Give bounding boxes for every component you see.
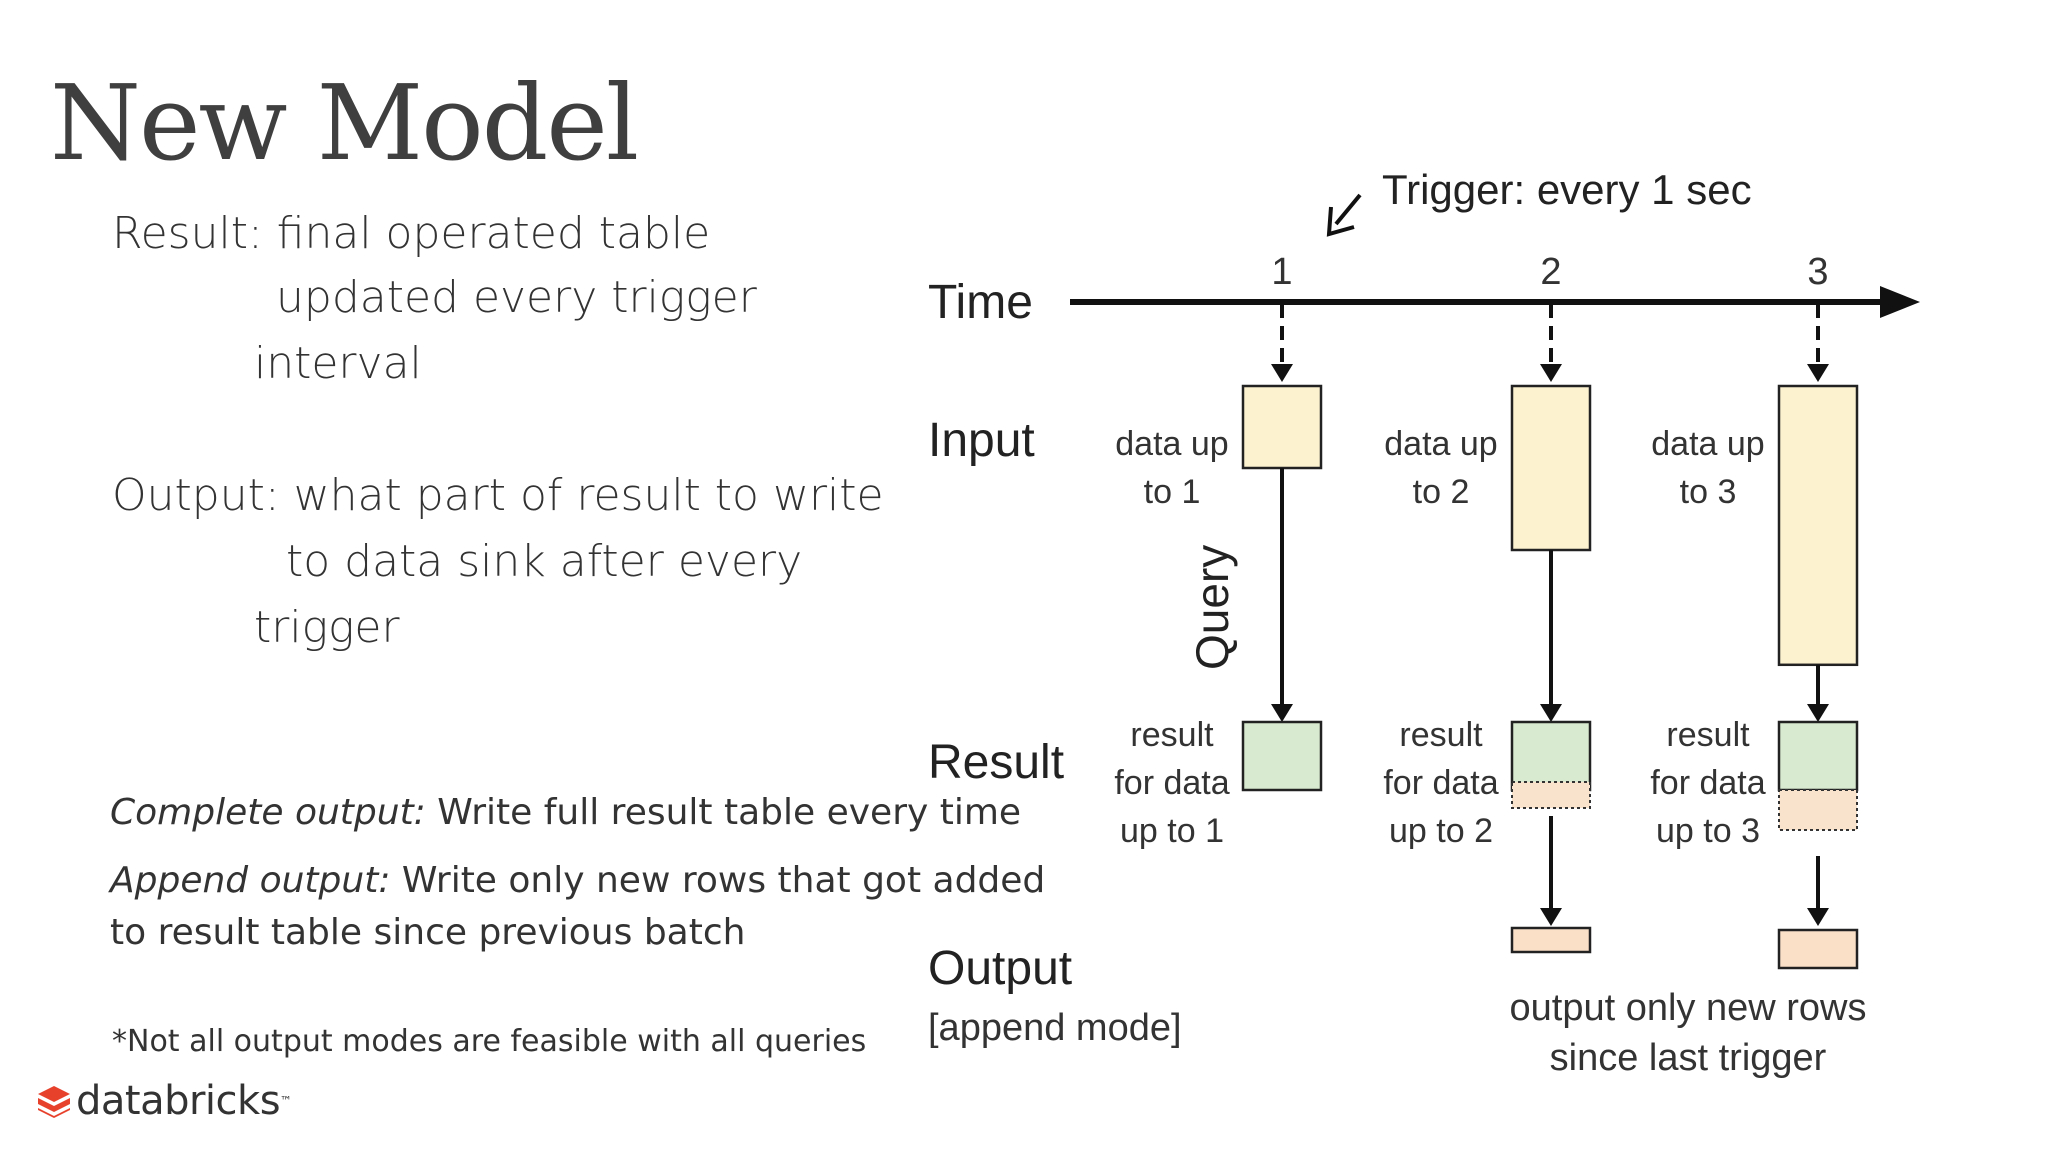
result-label-2-line1: result [1399, 716, 1483, 754]
input-box-3 [1777, 384, 1859, 667]
time-tick-2: 2 [1540, 251, 1561, 293]
result-label-3-line2: for data [1650, 764, 1765, 802]
result-description-line2: updated every trigger [276, 272, 757, 323]
input-label-3-line1: data up [1651, 425, 1764, 463]
result-label-1-line2: for data [1114, 764, 1229, 802]
result-description-line1: Result: final operated table [112, 208, 711, 259]
input-label-2-line1: data up [1384, 425, 1497, 463]
result-label-3-line1: result [1666, 716, 1750, 754]
databricks-logo-text: databricks [76, 1078, 281, 1124]
result-new-rows-2 [1511, 781, 1591, 809]
row-label-output-mode: [append mode] [928, 1007, 1182, 1049]
footnote: *Not all output modes are feasible with … [112, 1024, 867, 1059]
trigger-arrow-1 [1271, 304, 1293, 382]
trigger-arrow-2 [1540, 304, 1562, 382]
append-output-note: Append output: Write only new rows that … [110, 860, 1045, 901]
query-arrow-2 [1540, 550, 1562, 722]
row-label-output: Output [928, 942, 1072, 995]
result-label-3-line3: up to 3 [1656, 812, 1760, 850]
row-label-time: Time [928, 276, 1033, 329]
output-caption-line1: output only new rows [1510, 987, 1867, 1029]
time-tick-1: 1 [1271, 251, 1292, 293]
input-label-1-line2: to 1 [1144, 473, 1201, 511]
complete-output-note: Complete output: Write full result table… [110, 792, 1021, 833]
append-output-label: Append output: [110, 860, 391, 901]
result-box-2 [1510, 720, 1592, 792]
result-box-1 [1241, 720, 1323, 792]
output-box-2 [1510, 926, 1592, 954]
result-label-1-line3: up to 1 [1120, 812, 1224, 850]
query-arrow-1 [1271, 468, 1293, 722]
slide-title: New Model [50, 62, 639, 184]
output-arrow-2 [1540, 816, 1562, 926]
input-box-1 [1241, 384, 1323, 470]
databricks-logo-tm: ™ [280, 1094, 292, 1108]
trigger-pointer-arrow [1326, 193, 1362, 237]
input-label-3-line2: to 3 [1680, 473, 1737, 511]
row-label-result: Result [928, 736, 1064, 789]
result-label-2-line3: up to 2 [1389, 812, 1493, 850]
databricks-logo-icon [38, 1086, 70, 1118]
time-tick-3: 3 [1807, 251, 1828, 293]
append-output-text-line2: to result table since previous batch [110, 912, 746, 953]
query-label: Query [1186, 545, 1238, 670]
query-arrow-3 [1807, 664, 1829, 722]
output-description-line3: trigger [254, 602, 400, 653]
row-label-input: Input [928, 414, 1035, 467]
complete-output-label: Complete output: [110, 792, 426, 833]
output-box-3 [1777, 928, 1859, 970]
complete-output-text: Write full result table every time [425, 792, 1022, 833]
trigger-arrow-3 [1807, 304, 1829, 382]
output-description-line2: to data sink after every [286, 536, 803, 587]
time-axis-arrowhead [1880, 286, 1920, 318]
result-label-1-line1: result [1130, 716, 1214, 754]
output-description-line1: Output: what part of result to write [112, 470, 884, 521]
trigger-label: Trigger: every 1 sec [1382, 166, 1752, 213]
result-box-3 [1777, 720, 1859, 792]
result-description-line3: interval [254, 338, 422, 389]
result-new-rows-3 [1778, 789, 1858, 831]
output-arrow-3 [1807, 856, 1829, 926]
result-label-2-line2: for data [1383, 764, 1498, 802]
input-box-2 [1510, 384, 1592, 552]
input-label-2-line2: to 2 [1413, 473, 1470, 511]
input-label-1-line1: data up [1115, 425, 1228, 463]
output-caption-line2: since last trigger [1550, 1037, 1827, 1079]
append-output-text: Write only new rows that got added [390, 860, 1046, 901]
